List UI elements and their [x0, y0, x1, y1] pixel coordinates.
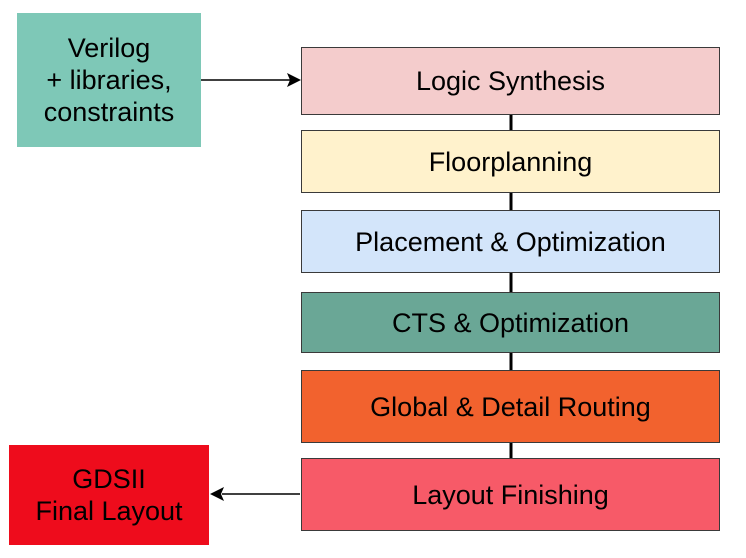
- input-line-2: + libraries,: [46, 65, 172, 95]
- step-placement-optimization: Placement & Optimization: [301, 210, 720, 273]
- input-box: Verilog + libraries, constraints: [17, 13, 201, 147]
- input-arrowhead: [287, 73, 301, 87]
- input-line-3: constraints: [43, 97, 175, 127]
- step-label: Logic Synthesis: [415, 66, 606, 96]
- step-cts-optimization: CTS & Optimization: [301, 292, 720, 353]
- step-label: Global & Detail Routing: [370, 391, 651, 422]
- step-layout-finishing: Layout Finishing: [301, 458, 720, 531]
- output-line-2: Final Layout: [35, 496, 183, 526]
- step-logic-synthesis: Logic Synthesis: [301, 47, 720, 115]
- step-label: CTS & Optimization: [391, 307, 630, 338]
- step-label: Floorplanning: [428, 146, 593, 177]
- output-arrowhead: [210, 487, 224, 501]
- input-line-1: Verilog: [67, 33, 151, 63]
- output-line-1: GDSII: [72, 464, 146, 494]
- step-global-detail-routing: Global & Detail Routing: [301, 370, 720, 443]
- step-label: Placement & Optimization: [355, 226, 666, 257]
- step-label: Layout Finishing: [412, 479, 609, 510]
- output-box: GDSII Final Layout: [9, 445, 209, 545]
- step-floorplanning: Floorplanning: [301, 130, 720, 193]
